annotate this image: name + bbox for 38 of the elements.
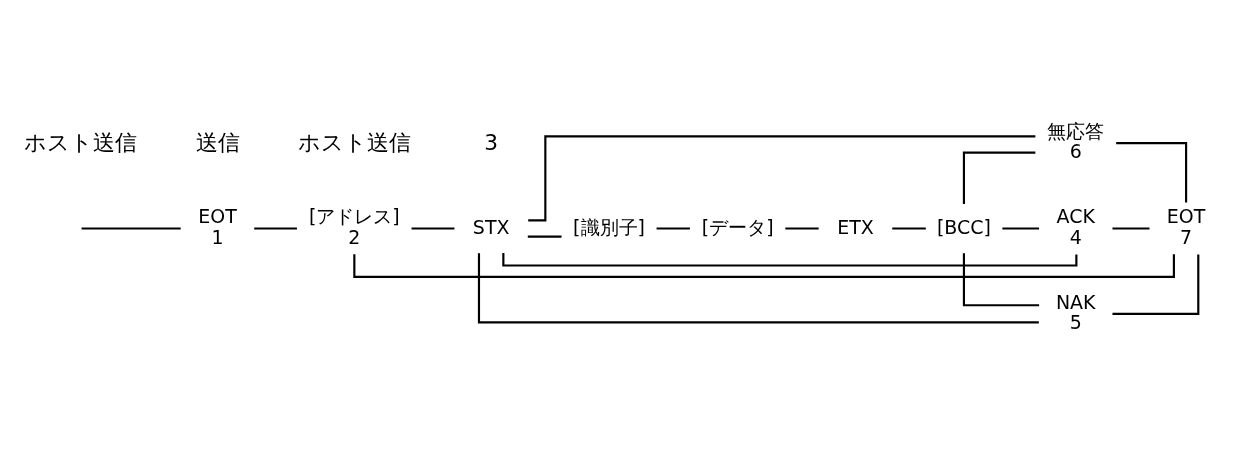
label: 3	[484, 129, 499, 155]
node-label: 2	[348, 225, 361, 248]
node-label: 1	[211, 225, 224, 248]
node-label: 5	[1069, 310, 1082, 333]
node-text: [BCC]	[936, 215, 991, 238]
connector	[528, 134, 1036, 221]
node-label: 4	[1069, 225, 1082, 248]
connector	[1112, 226, 1150, 230]
connector	[1116, 141, 1188, 202]
node-text: [識別子]	[573, 215, 645, 238]
connector	[1112, 254, 1200, 315]
node-text: EOT	[198, 204, 237, 227]
node-text: [アドレス]	[308, 204, 400, 227]
node-label: 7	[1180, 225, 1193, 248]
node-text: ACK	[1056, 204, 1095, 227]
connector	[892, 226, 926, 230]
node-text: EOT	[1166, 204, 1206, 227]
node-text: STX	[472, 215, 510, 238]
connector	[411, 226, 455, 230]
connector	[656, 226, 690, 230]
connector	[527, 235, 562, 238]
connector	[353, 253, 1175, 278]
connector	[81, 226, 181, 230]
connector	[962, 151, 1036, 204]
label: 送信	[195, 129, 240, 155]
node-text: 無応答	[1047, 119, 1105, 142]
label: ホスト送信	[297, 129, 411, 155]
connector	[962, 252, 1040, 306]
connector	[1002, 226, 1040, 230]
connector	[785, 226, 819, 230]
node-text: ETX	[837, 215, 874, 238]
connector	[502, 252, 1078, 267]
label: ホスト送信	[24, 129, 138, 155]
node-text: NAK	[1055, 290, 1096, 313]
node-text: [データ]	[701, 215, 774, 238]
connector	[254, 226, 297, 230]
connector	[477, 252, 1039, 323]
node-label: 6	[1069, 139, 1082, 162]
